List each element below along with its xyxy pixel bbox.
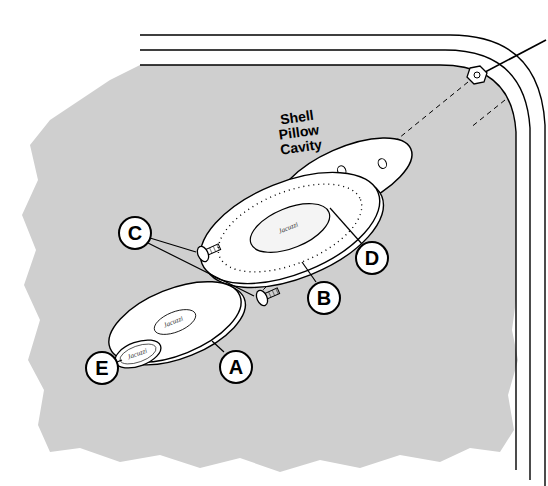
mounting-nut <box>467 40 546 84</box>
callout-circle: B <box>307 281 341 315</box>
logo-badge <box>111 335 164 374</box>
part-label: Shell Pillow Cavity <box>265 106 333 159</box>
callout-letter: E <box>95 358 108 378</box>
screw <box>254 283 282 307</box>
screw <box>195 239 223 263</box>
callout-letter: B <box>317 288 331 308</box>
callout-circle: C <box>118 216 152 250</box>
callout-letter: D <box>365 248 379 268</box>
callout-letter: A <box>229 357 243 377</box>
callout-circle: A <box>219 350 253 384</box>
callout-letter: C <box>128 223 142 243</box>
leader-lines <box>117 208 362 362</box>
callout-circle: E <box>85 351 119 385</box>
pillow-cover <box>98 264 257 382</box>
callout-circle: D <box>355 241 389 275</box>
tub-shell <box>140 35 545 486</box>
tub-backdrop <box>22 65 518 472</box>
